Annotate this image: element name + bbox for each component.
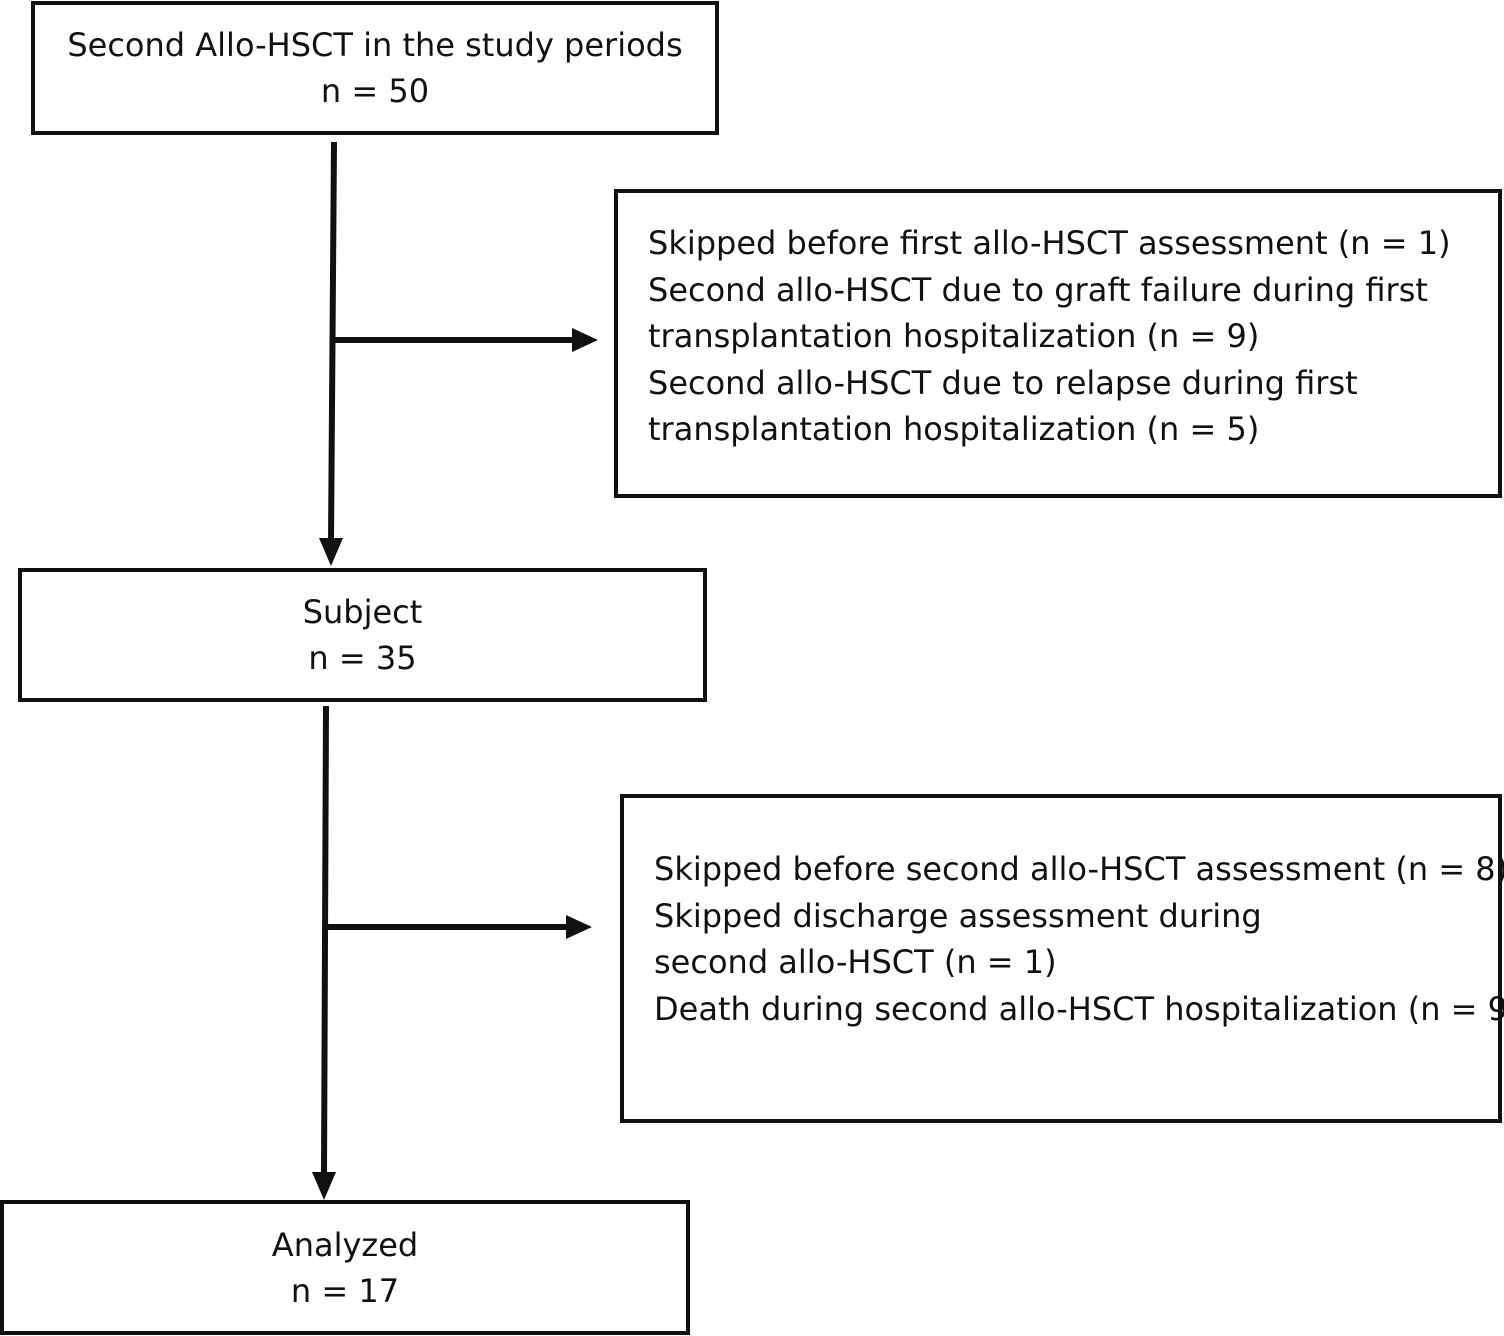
box-second-allo-hsct: Second Allo-HSCT in the study periods n …: [31, 1, 719, 135]
box-title: Analyzed: [271, 1225, 419, 1264]
exclusion-line: Death during second allo-HSCT hospitaliz…: [654, 989, 1504, 1028]
box-count: n = 17: [290, 1271, 400, 1310]
arrowhead-right-exclusion-1: [572, 328, 598, 352]
exclusion-line: Second allo-HSCT due to graft failure du…: [648, 270, 1428, 309]
exclusion-line: transplantation hospitalization (n = 9): [648, 317, 1260, 355]
box-subject: Subject n = 35: [18, 568, 707, 702]
box-exclusion-second: Skipped before second allo-HSCT assessme…: [620, 794, 1504, 1123]
connector-top-to-subject: [328, 141, 337, 541]
box-exclusion-first: Skipped before first allo-HSCT assessmen…: [614, 189, 1502, 498]
connector-subject-to-analyzed: [321, 705, 329, 1175]
exclusion-line: Skipped discharge assessment during: [654, 896, 1262, 935]
arrowhead-right-exclusion-2: [566, 915, 592, 939]
box-title: Subject: [302, 593, 423, 631]
exclusion-line: transplantation hospitalization (n = 5): [648, 410, 1260, 448]
exclusion-line: Skipped before first allo-HSCT assessmen…: [648, 224, 1451, 262]
exclusion-line: Second allo-HSCT due to relapse during f…: [648, 363, 1358, 402]
box-title: Second Allo-HSCT in the study periods: [67, 26, 683, 64]
arrowhead-down-subject: [319, 538, 343, 566]
exclusion-line: second allo-HSCT (n = 1): [654, 943, 1057, 981]
box-count: n = 50: [320, 72, 430, 110]
exclusion-line: Skipped before second allo-HSCT assessme…: [654, 850, 1504, 888]
box-count: n = 35: [308, 639, 417, 677]
arrowhead-down-analyzed: [312, 1172, 336, 1200]
box-analyzed: Analyzed n = 17: [0, 1200, 690, 1335]
